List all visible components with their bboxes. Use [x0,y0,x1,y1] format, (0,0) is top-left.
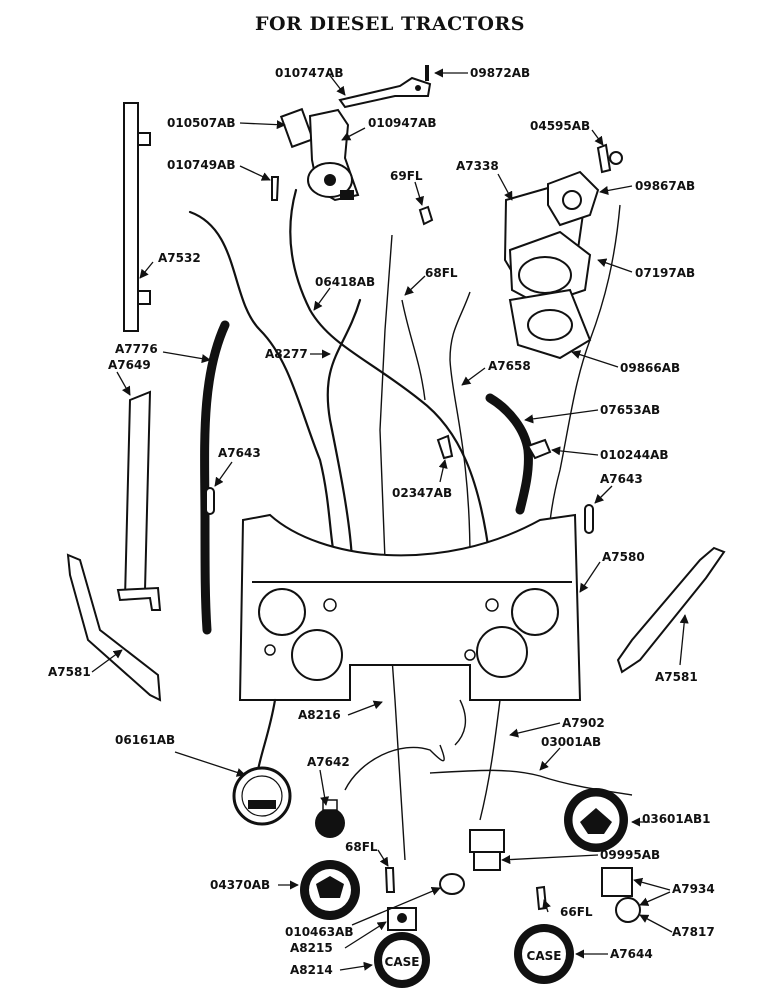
gauge-06161AB-drawing [232,766,292,826]
wire-07197AB [547,204,621,541]
label-010747AB: 010747AB [275,66,344,80]
callouts: 010747AB 09872AB 010507AB 010947AB 04595… [48,66,715,977]
label-69FL: 69FL [390,169,423,183]
label-A7776: A7776 [115,342,158,356]
label-07197AB: 07197AB [635,266,695,280]
label-A8215: A8215 [290,941,333,955]
hose-07653AB-drawing [485,393,533,515]
wire-long-harness [289,188,492,562]
label-A7643-left: A7643 [218,446,261,460]
label-A7643-right: A7643 [600,472,643,486]
label-06161AB: 06161AB [115,733,175,747]
fitting-04595AB-drawing [596,143,623,174]
label-06418AB: 06418AB [315,275,375,289]
label-010463AB: 010463AB [285,925,354,939]
wire-lower-misc [454,699,467,746]
rod-a8216 [379,234,406,861]
strip-A7581-left-drawing [66,553,162,702]
label-A7338: A7338 [456,159,499,173]
grommet-A7643-left-drawing [205,487,215,515]
label-A8214: A8214 [290,963,333,977]
switch-A7934-drawing [601,867,641,923]
label-09866AB: 09866AB [620,361,680,375]
motor-010947AB-drawing [279,107,360,202]
label-03601AB1: 03601AB1 [642,812,711,826]
gauge-04370AB-drawing [300,860,360,920]
clip-02347AB-drawing [436,434,454,460]
clip-010749AB-drawing [271,176,280,201]
gauge-a7644-case: CASE [527,949,562,963]
label-A7580: A7580 [602,550,645,564]
switch-09995AB-drawing [469,829,505,871]
clip-010244AB-drawing [526,438,552,460]
label-04370AB: 04370AB [210,878,270,892]
fitting-68FL-mid-drawing [384,867,396,893]
diagram-title: FOR DIESEL TRACTORS [255,13,525,35]
clamp-A8215-drawing [387,907,417,931]
label-A8277: A8277 [265,347,308,361]
label-010749AB: 010749AB [167,158,236,172]
gauge-a8214-case: CASE [385,955,420,969]
label-68FL-mid: 68FL [345,840,378,854]
label-A7581-left: A7581 [48,665,91,679]
wire-a8277 [326,298,362,562]
wire-06161AB [256,698,277,772]
label-010244AB: 010244AB [600,448,669,462]
label-A7902: A7902 [562,716,605,730]
label-66FL: 66FL [560,905,593,919]
cap-010463AB-drawing [439,873,465,895]
label-02347AB: 02347AB [392,486,452,500]
pin-09872AB-drawing [425,65,429,81]
strip-A7649-drawing [116,390,162,611]
label-010507AB: 010507AB [167,116,236,130]
wire-a7902 [479,699,501,821]
wire-68FL-top [401,299,426,401]
wire-a7642 [344,744,445,791]
label-09867AB: 09867AB [635,179,695,193]
fitting-66FL-drawing [535,885,548,911]
gauge-A8214-drawing: CASE [374,932,430,988]
label-07653AB: 07653AB [600,403,660,417]
label-010947AB: 010947AB [368,116,437,130]
label-A7644: A7644 [610,947,653,961]
label-09872AB: 09872AB [470,66,530,80]
label-03001AB: 03001AB [541,735,601,749]
clip-69FL-drawing [418,205,434,226]
strip-A7581-right-drawing [616,546,726,674]
label-A7642: A7642 [307,755,350,769]
label-A7581-right: A7581 [655,670,698,684]
gauge-03601AB1-drawing [564,788,628,852]
label-A7817: A7817 [672,925,715,939]
label-A8216: A8216 [298,708,341,722]
label-09995AB: 09995AB [600,848,660,862]
bracket-010747AB-drawing [338,76,432,109]
label-A7658: A7658 [488,359,531,373]
starter-A7338-drawing [503,170,600,360]
grommet-A7643-right-drawing [584,504,594,534]
strip-A7532-drawing [123,102,151,332]
gauge-A7644-drawing: CASE [514,924,574,984]
wire-06418AB [188,210,337,562]
hose-A7776-drawing [200,320,230,635]
light-A7642-drawing [315,799,345,838]
label-04595AB: 04595AB [530,119,590,133]
label-A7649: A7649 [108,358,151,372]
panel-A7580-drawing [238,513,582,701]
label-A7532: A7532 [158,251,201,265]
wire-a7658 [449,291,471,561]
label-A7934: A7934 [672,882,715,896]
label-68FL-top: 68FL [425,266,458,280]
